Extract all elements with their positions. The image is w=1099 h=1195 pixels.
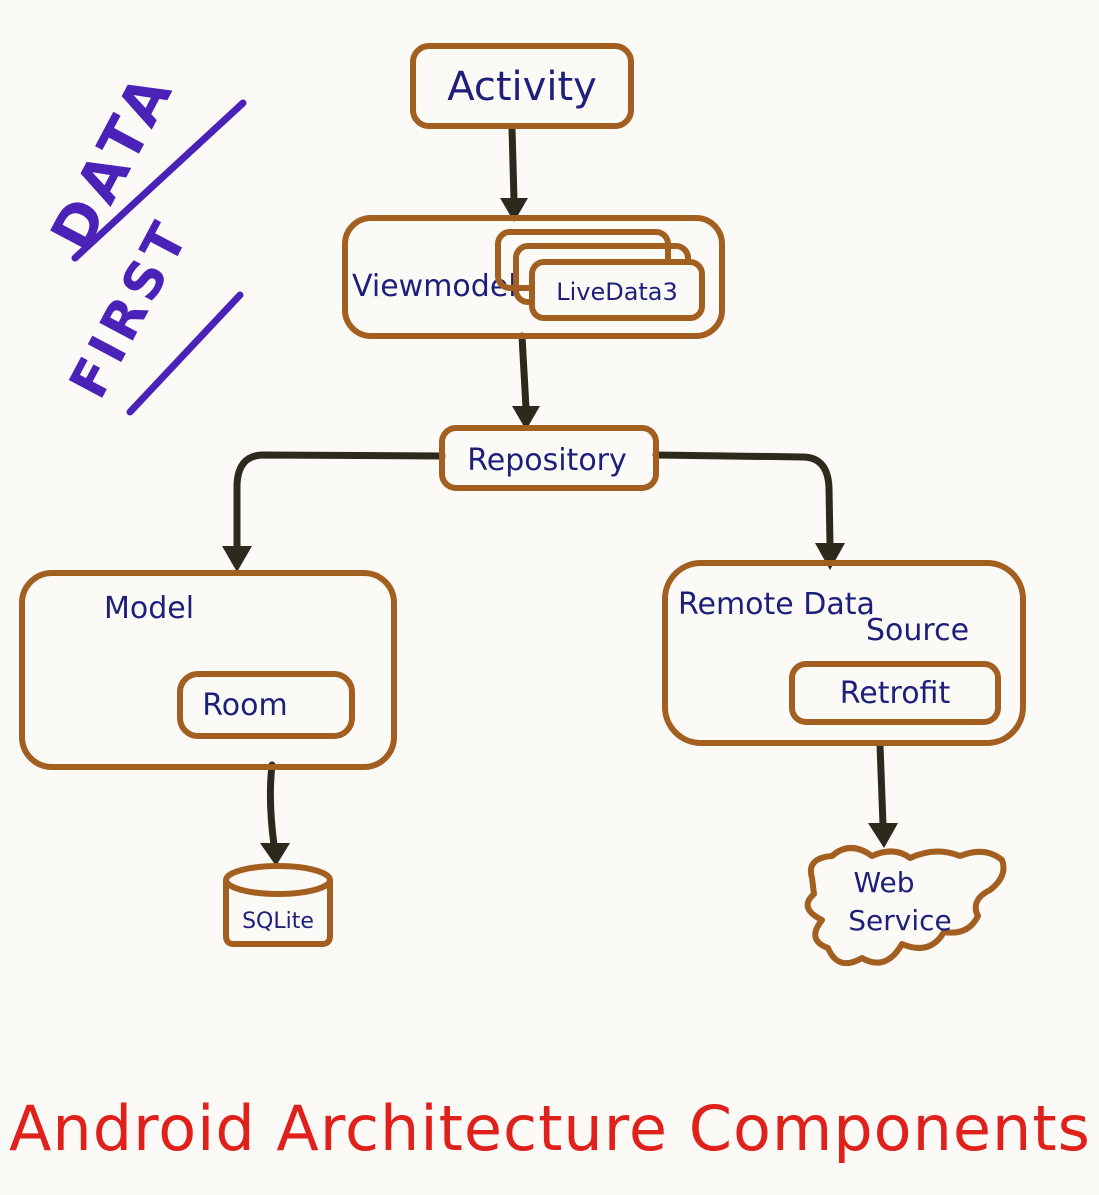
- remote-data-source-label-2: Source: [866, 613, 969, 648]
- remote-data-source-label-1: Remote Data: [678, 587, 875, 622]
- side-note: DATA FIRST: [37, 60, 247, 416]
- repository-node: Repository: [439, 425, 659, 491]
- viewmodel-node: Viewmodel LiveData3: [342, 215, 725, 339]
- arrow-repository-remote: [652, 451, 834, 549]
- viewmodel-label: Viewmodel: [352, 269, 517, 304]
- arrow-viewmodel-repository: [518, 332, 530, 412]
- web-service-node: Web Service: [804, 845, 1007, 967]
- arrow-head-webservice: [868, 823, 898, 848]
- web-service-label-1: Web: [853, 866, 914, 899]
- sqlite-node: SQLite: [223, 863, 333, 947]
- model-node: Model Room: [19, 570, 397, 770]
- activity-label: Activity: [447, 64, 597, 110]
- retrofit-label: Retrofit: [840, 676, 951, 711]
- side-note-underline-1: [71, 99, 247, 262]
- sqlite-label: SQLite: [242, 909, 314, 934]
- arrow-repository-model: [233, 451, 446, 552]
- arrow-head-repository: [512, 406, 540, 430]
- arrow-remote-webservice: [876, 741, 887, 829]
- room-label: Room: [202, 688, 287, 723]
- web-service-label-2: Service: [848, 904, 951, 937]
- arrow-head-remote: [815, 543, 845, 570]
- web-service-cloud: [804, 845, 1007, 967]
- repository-label: Repository: [467, 443, 627, 478]
- side-note-underline-2: [126, 291, 244, 416]
- arrow-head-viewmodel: [500, 198, 528, 222]
- arrows: [222, 124, 898, 866]
- remote-data-source-node: Remote Data Source Retrofit: [662, 560, 1026, 746]
- retrofit-box: [789, 661, 1001, 725]
- model-label: Model: [104, 591, 194, 626]
- room-box: [177, 671, 355, 739]
- arrow-activity-viewmodel: [508, 124, 518, 204]
- arrow-model-sqlite: [266, 761, 278, 849]
- livedata-card: [529, 259, 705, 321]
- arrow-head-sqlite: [260, 843, 290, 866]
- activity-node: Activity: [410, 43, 634, 129]
- livedata-label: LiveData3: [556, 278, 678, 306]
- diagram-caption: Android Architecture Components: [9, 1092, 1091, 1165]
- arrow-head-model: [222, 546, 252, 572]
